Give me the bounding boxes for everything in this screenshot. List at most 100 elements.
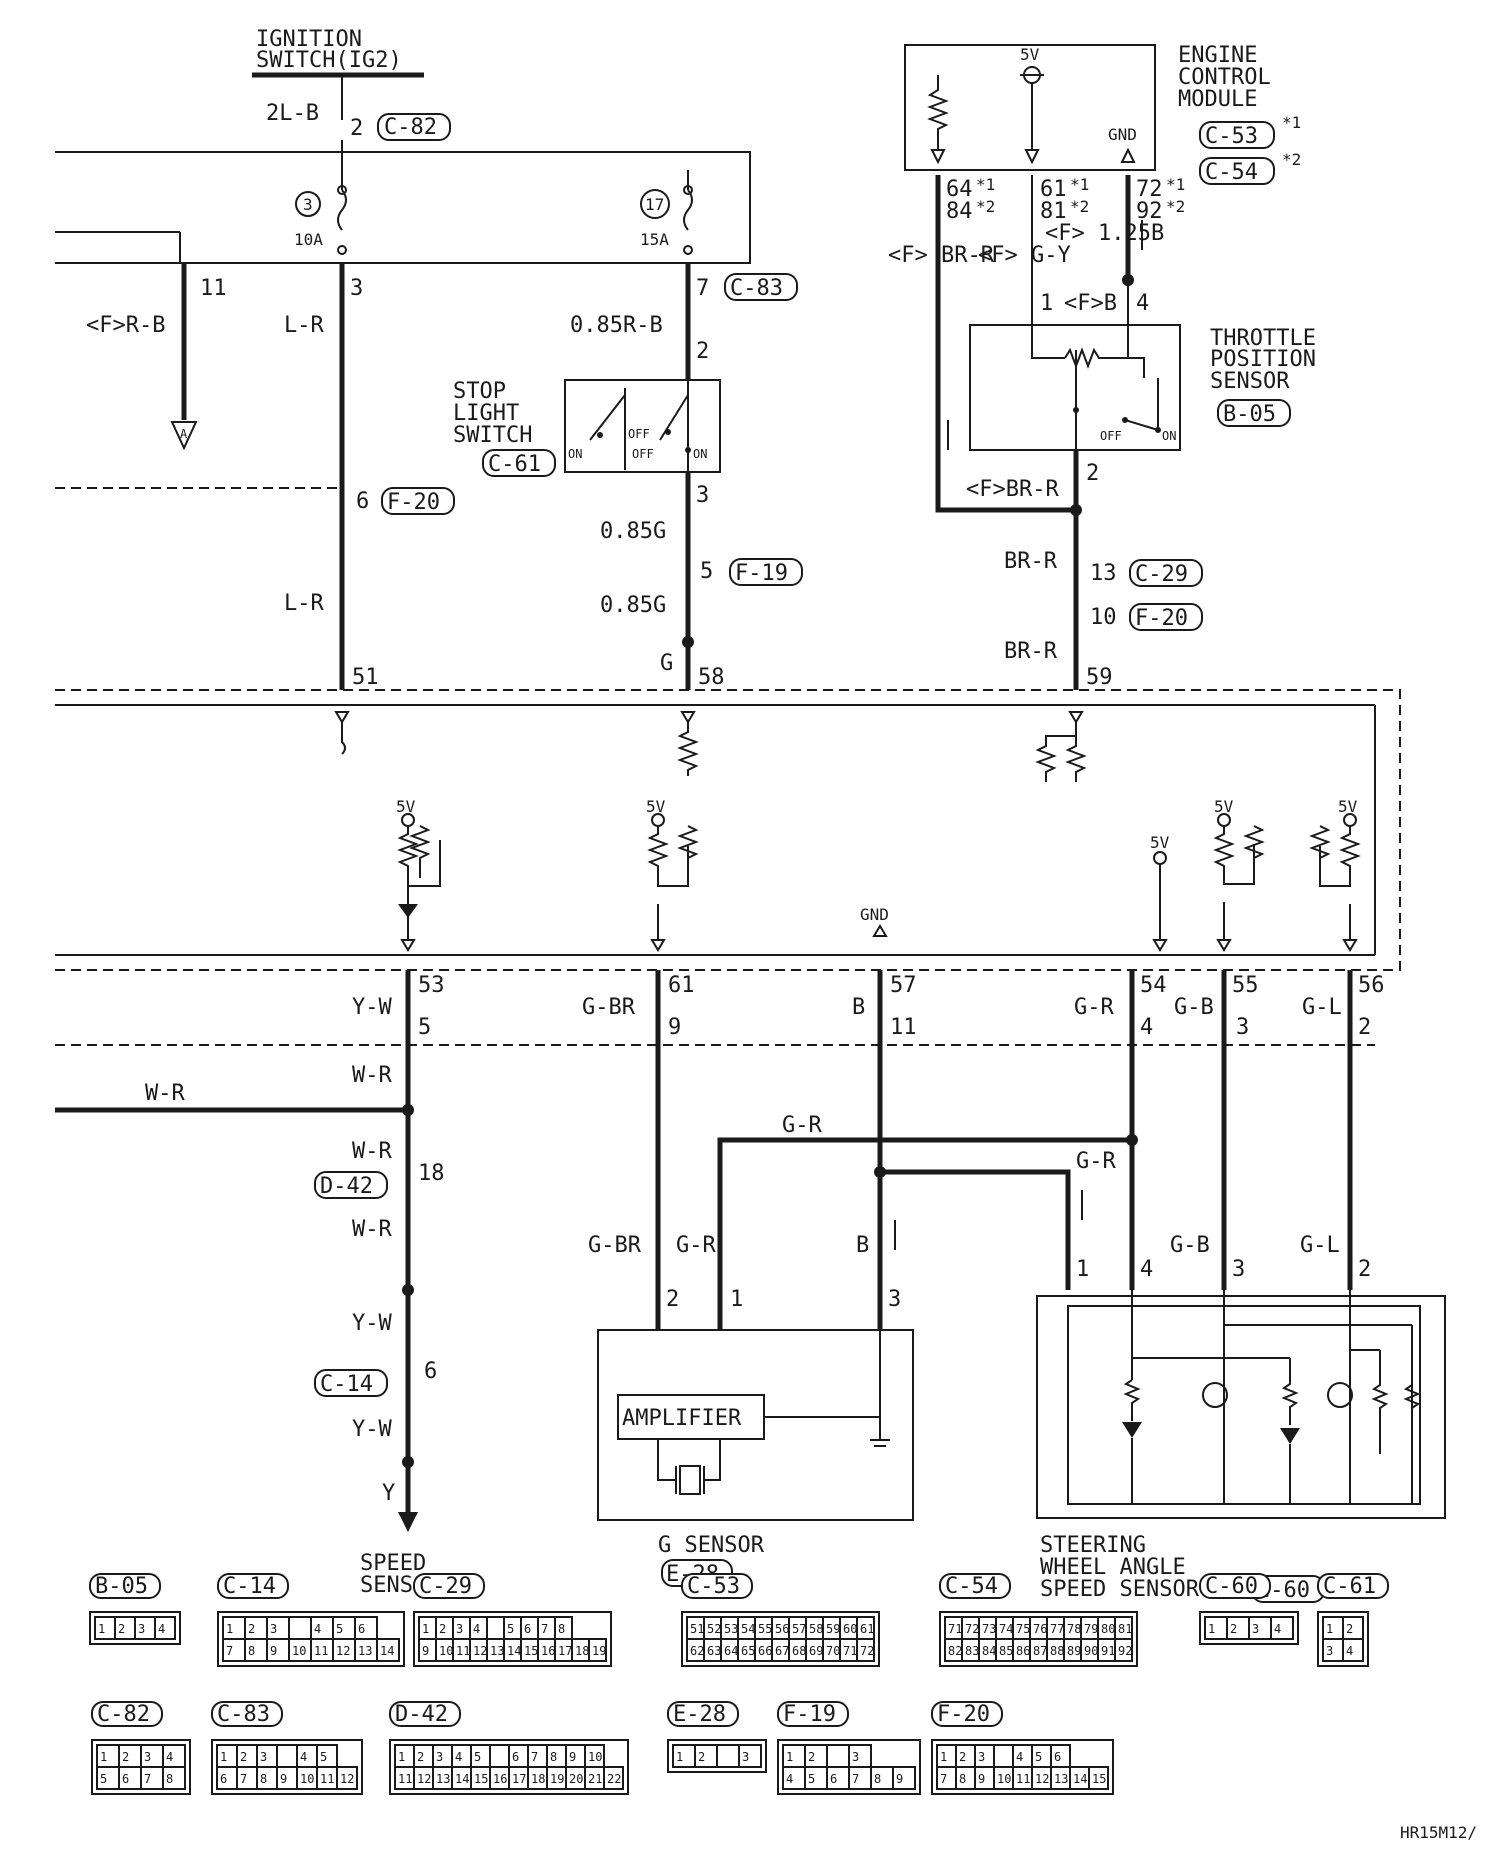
ecm-connector-tag-c54 [1199,157,1275,185]
connector-pin-number: 2 [1346,1622,1353,1636]
wire-color-ecm-g-y: <F> G-Y [978,243,1071,268]
connector-pin-cell [1270,1616,1294,1640]
connector-pin-number: 71 [843,1644,857,1658]
connector-pin-number: 18 [531,1772,545,1786]
connector-pin-number: 10 [997,1772,1011,1786]
connector-pin-number: 1 [676,1750,683,1764]
connector-pin-number: 9 [270,1644,277,1658]
stop-light-switch-on-label: ON [568,447,582,461]
wire-color-br-r1: BR-R [1004,549,1058,574]
connector-pin-number: 3 [456,1622,463,1636]
pin-p51: 51 [352,665,379,690]
pin-abs11: 11 [200,276,227,301]
connector-pin-number: 79 [1084,1622,1098,1636]
connector-pin-number: 57 [792,1622,806,1636]
steering-sensor-outer-box [1036,1295,1446,1519]
connector-pin-number: 76 [1033,1622,1047,1636]
pin-tps1: 1 [1040,291,1053,316]
pin-sls-out: 3 [696,483,709,508]
connector-pin-number: 11 [456,1644,470,1658]
connector-pin-number: 9 [978,1772,985,1786]
connector-pin-number: 13 [358,1644,372,1658]
pin-ecm64: 64 [946,177,973,202]
stop-light-switch-label-3: SWITCH [453,423,532,448]
connector-view-id: C-14 [223,1574,276,1599]
pin-p4: 4 [1140,1015,1153,1040]
connector-tag-c29-label: C-29 [1135,562,1188,587]
wire-color-b2: B [856,1233,869,1258]
connector-pin-number: 61 [860,1622,874,1636]
ecm-connector-tag-c53 [1199,121,1275,149]
ecm92-note: *2 [1166,197,1185,216]
g-sensor-crystal [679,1465,701,1495]
connector-pin-number: 51 [690,1622,704,1636]
connector-tag-f20a-label: F-20 [387,490,440,515]
connector-view-id: C-60 [1205,1574,1258,1599]
connector-pin-number: 2 [959,1750,966,1764]
connector-pin-cell [288,1616,312,1640]
abs-54-5v: 5V [1150,833,1170,852]
connector-pin-number: 2 [808,1750,815,1764]
connector-pin-number: 7 [852,1772,859,1786]
connector-pin-number: 53 [724,1622,738,1636]
ecm-label-1: ENGINE [1178,43,1257,68]
connector-pin-number: 90 [1084,1644,1098,1658]
ecm81-note: *2 [1070,197,1089,216]
abs-input-53: 5V [396,797,441,952]
connector-pin-number: 6 [220,1772,227,1786]
footer-code: HR15M12/ [1400,1823,1477,1842]
connector-pin-number: 3 [978,1750,985,1764]
connector-pin-cell [162,1766,186,1790]
pin-br10: 10 [1090,605,1117,630]
wire-color-lr1: L-R [284,313,324,338]
connector-pin-number: 7 [940,1772,947,1786]
connector-view-id: D-42 [395,1702,448,1727]
connector-pin-number: 1 [100,1750,107,1764]
wire-color-yw3: Y-W [352,1417,392,1442]
connector-tag-f20a [381,487,455,515]
connector-tag-f19-label: F-19 [735,561,788,586]
connector-pin-cell [1114,1638,1133,1662]
connector-tag-c82-label: C-82 [384,115,437,140]
connector-pin-number: 2 [240,1750,247,1764]
connector-pin-number: 60 [843,1622,857,1636]
connector-pin-number: 70 [826,1644,840,1658]
connector-pin-number: 2 [417,1750,424,1764]
connector-pin-number: 15 [524,1644,538,1658]
connector-pin-number: 15 [1092,1772,1106,1786]
connector-pin-number: 82 [948,1644,962,1658]
connector-pin-number: 54 [741,1622,755,1636]
connector-pin-number: 19 [550,1772,564,1786]
connector-pin-number: 2 [122,1750,129,1764]
connector-pin-number: 80 [1101,1622,1115,1636]
connector-pin-number: 14 [1073,1772,1087,1786]
wire-color-wr1: W-R [352,1063,392,1088]
connector-view-body [1317,1611,1369,1667]
wire-color-ecm-b: <F> 1.25B [1045,221,1164,246]
connector-pin-number: 69 [809,1644,823,1658]
connector-pin-cell [892,1766,916,1790]
connector-view-id: C-82 [97,1702,150,1727]
connector-view-body [681,1611,880,1667]
connector-pin-cell [716,1744,740,1768]
wire-color-g085a: 0.85G [600,519,666,544]
connector-view-tag [667,1701,739,1727]
steering-wheel-sensor: STEERING WHEEL ANGLE SPEED SENSOR C-60 [1036,1290,1446,1603]
connector-view-tag [931,1701,1003,1727]
connector-pin-number: 5 [336,1622,343,1636]
fuse-17-rating: 15A [640,230,669,249]
pin-p53: 53 [418,973,445,998]
connector-view-body [211,1739,363,1795]
wire-color-gbr1: G-BR [582,995,636,1020]
wire-color-g: G [660,651,673,676]
connector-pin-number: 13 [490,1644,504,1658]
pin-p11: 11 [890,1015,917,1040]
connector-pin-number: 83 [965,1644,979,1658]
connector-pin-number: 52 [707,1622,721,1636]
connector-pin-number: 14 [380,1644,394,1658]
connector-pin-cell [276,1744,298,1768]
connector-pin-number: 3 [138,1622,145,1636]
connector-pin-number: 10 [300,1772,314,1786]
connector-pin-number: 4 [166,1750,173,1764]
